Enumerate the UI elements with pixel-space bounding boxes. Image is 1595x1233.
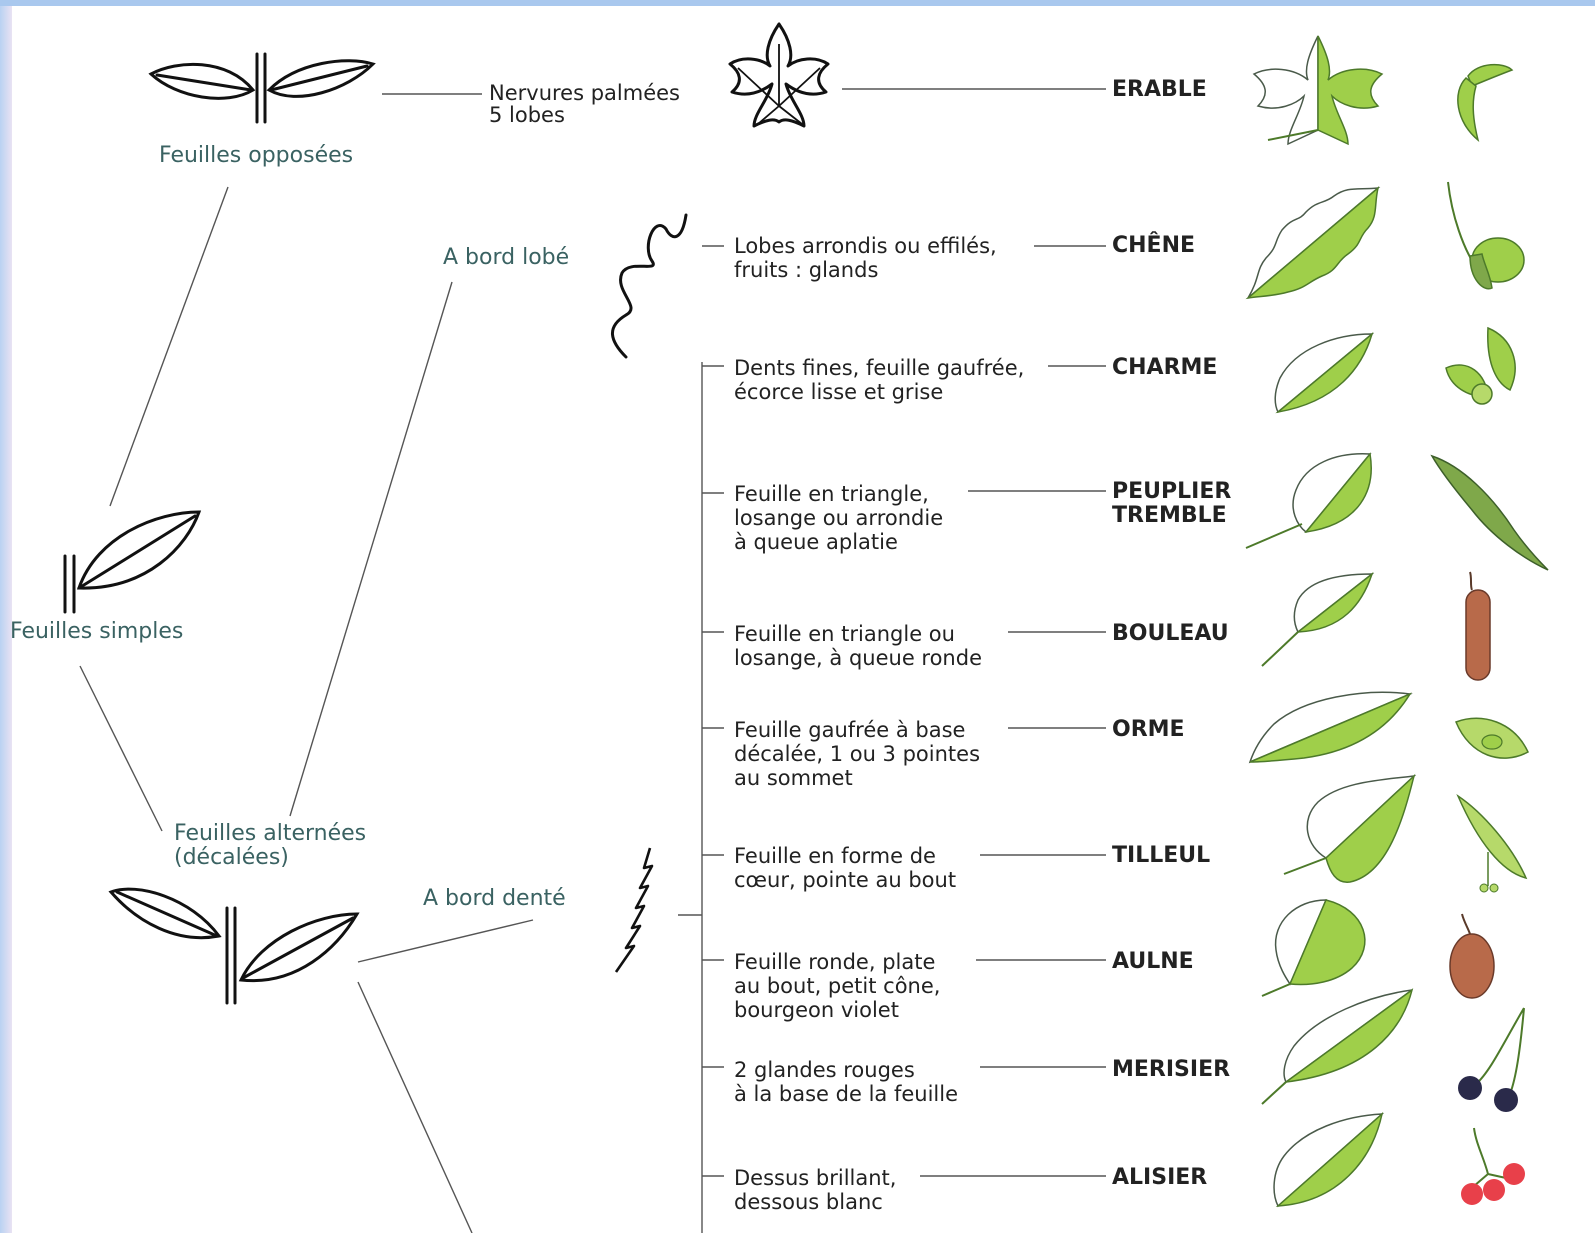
charme-fruit-icon <box>1438 324 1528 420</box>
erable-leaf-icon <box>1248 30 1388 154</box>
tilleul-fruit-icon <box>1452 792 1532 896</box>
charme-leaf-icon <box>1266 328 1376 416</box>
tree-chene: CHÊNE <box>1112 234 1195 258</box>
tree-erable: ERABLE <box>1112 78 1207 102</box>
label-palmate: Nervures palmées 5 lobes <box>489 82 680 126</box>
chene-leaf-icon <box>1238 182 1388 308</box>
merisier-fruit-icon <box>1444 1002 1534 1118</box>
simple-leaf-icon <box>57 506 207 616</box>
desc-chene: Lobes arrondis ou effilés, fruits : glan… <box>734 234 997 282</box>
tree-aulne: AULNE <box>1112 950 1194 974</box>
erable-fruit-icon <box>1448 56 1518 146</box>
peuplier-leaf-icon <box>1240 450 1380 554</box>
label-simple-leaves: Feuilles simples <box>12 620 183 644</box>
peuplier-fruit-icon <box>1422 446 1552 574</box>
tree-orme: ORME <box>1112 718 1185 742</box>
orme-fruit-icon <box>1452 712 1532 766</box>
label-lobed-edge: A bord lobé <box>443 246 569 270</box>
tilleul-leaf-icon <box>1280 772 1420 886</box>
diagram-panel: Feuilles opposées Feuilles simples Feuil… <box>12 6 1595 1233</box>
aulne-fruit-icon <box>1442 910 1502 1004</box>
chene-fruit-icon <box>1440 178 1530 298</box>
label-toothed-edge: A bord denté <box>423 887 566 911</box>
bouleau-fruit-icon <box>1458 568 1498 688</box>
maple-outline-icon <box>724 20 834 132</box>
merisier-leaf-icon <box>1258 986 1418 1110</box>
tree-tilleul: TILLEUL <box>1112 844 1210 868</box>
desc-aulne: Feuille ronde, plate au bout, petit cône… <box>734 950 940 1022</box>
lobed-edge-icon <box>602 211 692 361</box>
desc-orme: Feuille gaufrée à base décalée, 1 ou 3 p… <box>734 718 980 790</box>
label-alternate-leaves: Feuilles alternées (décalées) <box>174 822 366 870</box>
desc-merisier: 2 glandes rouges à la base de la feuille <box>734 1058 958 1106</box>
label-opposite-leaves: Feuilles opposées <box>159 144 353 168</box>
tree-charme: CHARME <box>1112 356 1217 380</box>
desc-alisier: Dessus brillant, dessous blanc <box>734 1166 896 1214</box>
alisier-leaf-icon <box>1258 1110 1388 1220</box>
desc-peuplier: Feuille en triangle, losange ou arrondie… <box>734 482 943 554</box>
aulne-leaf-icon <box>1256 896 1376 1000</box>
toothed-edge-icon <box>604 844 656 978</box>
bouleau-leaf-icon <box>1258 570 1378 670</box>
desc-tilleul: Feuille en forme de cœur, pointe au bout <box>734 844 956 892</box>
desc-bouleau: Feuille en triangle ou losange, à queue … <box>734 622 982 670</box>
tree-bouleau: BOULEAU <box>1112 622 1229 646</box>
opposite-leaves-icon <box>147 46 377 126</box>
tree-alisier: ALISIER <box>1112 1166 1207 1190</box>
orme-leaf-icon <box>1244 690 1414 770</box>
tree-merisier: MERISIER <box>1112 1058 1230 1082</box>
alternate-leaves-icon <box>107 878 362 1008</box>
desc-charme: Dents fines, feuille gaufrée, écorce lis… <box>734 356 1024 404</box>
alisier-fruit-icon <box>1444 1124 1534 1214</box>
tree-peuplier-tremble: PEUPLIER TREMBLE <box>1112 480 1231 528</box>
